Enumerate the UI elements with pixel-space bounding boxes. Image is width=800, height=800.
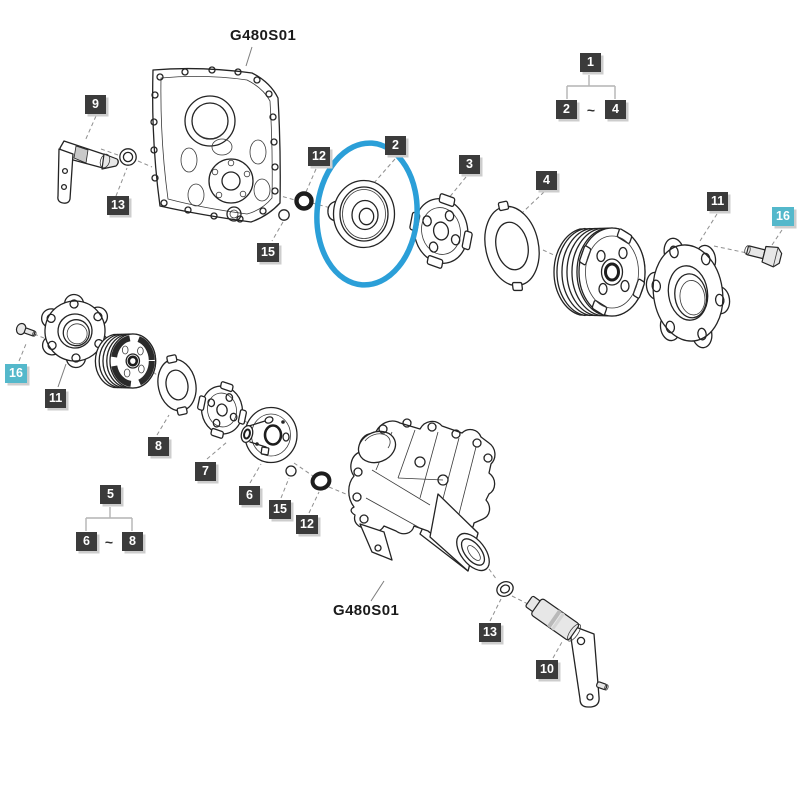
callout-11-left[interactable]: 11 — [45, 389, 67, 408]
callout-group-5-end[interactable]: 8 — [122, 532, 143, 551]
piston-part-6 — [239, 408, 297, 463]
clutch-drum-left — [95, 334, 155, 388]
housing-bottom — [349, 419, 496, 576]
group-1-separator: ~ — [586, 102, 596, 118]
piston-part-2 — [328, 181, 395, 248]
oring-part-13-top — [120, 149, 136, 165]
callout-12-top[interactable]: 12 — [308, 147, 330, 166]
group-5-separator: ~ — [104, 534, 114, 550]
callout-13-bottom[interactable]: 13 — [479, 623, 501, 642]
pressure-plate-part-3 — [404, 189, 477, 273]
friction-disc-part-4 — [477, 196, 547, 296]
callout-2[interactable]: 2 — [385, 136, 406, 155]
callout-group-5-start[interactable]: 6 — [76, 532, 97, 551]
callout-7[interactable]: 7 — [195, 462, 216, 481]
callout-6[interactable]: 6 — [239, 486, 260, 505]
callout-9[interactable]: 9 — [85, 95, 106, 114]
cover-bolt-holes — [151, 67, 278, 222]
callout-16-top[interactable]: 16 — [772, 207, 794, 226]
callout-13-top[interactable]: 13 — [107, 196, 129, 215]
flange-part-11-top — [640, 232, 735, 355]
bolt-part-16-left — [15, 322, 38, 339]
ball-part-15-left — [286, 466, 296, 476]
callout-group-1-start[interactable]: 2 — [556, 100, 577, 119]
callout-4[interactable]: 4 — [536, 171, 557, 190]
oring-part-13-bottom — [494, 579, 515, 599]
snap-ring-part-12-left — [311, 471, 332, 491]
clutch-drum-top — [554, 228, 645, 316]
lever-part-10 — [523, 593, 609, 707]
callout-3[interactable]: 3 — [459, 155, 480, 174]
callout-11-top[interactable]: 11 — [707, 192, 729, 211]
model-code-bottom: G480S01 — [333, 602, 400, 619]
housing-top-cover — [151, 67, 280, 222]
callout-12-left[interactable]: 12 — [296, 515, 318, 534]
callout-group-5-parent[interactable]: 5 — [100, 485, 121, 504]
callout-group-1-parent[interactable]: 1 — [580, 53, 601, 72]
callout-8[interactable]: 8 — [148, 437, 169, 456]
callout-15-top[interactable]: 15 — [257, 243, 279, 262]
flange-part-11-left — [35, 290, 114, 371]
snap-ring-part-12-top — [297, 194, 312, 209]
callout-15-left[interactable]: 15 — [269, 500, 291, 519]
friction-disc-part-8 — [152, 352, 201, 418]
ball-part-15-top — [279, 210, 289, 220]
highlight-ellipse-part-2 — [312, 140, 422, 289]
model-code-top: G480S01 — [230, 27, 297, 44]
callout-10[interactable]: 10 — [536, 660, 558, 679]
callout-16-left[interactable]: 16 — [5, 364, 27, 383]
callout-group-1-end[interactable]: 4 — [605, 100, 626, 119]
pressure-plate-part-7 — [193, 378, 250, 442]
bolt-part-16-top — [743, 240, 783, 268]
lever-part-9 — [58, 141, 118, 203]
group-bracket-lines — [86, 75, 615, 531]
solid-leader-lines — [58, 47, 384, 601]
